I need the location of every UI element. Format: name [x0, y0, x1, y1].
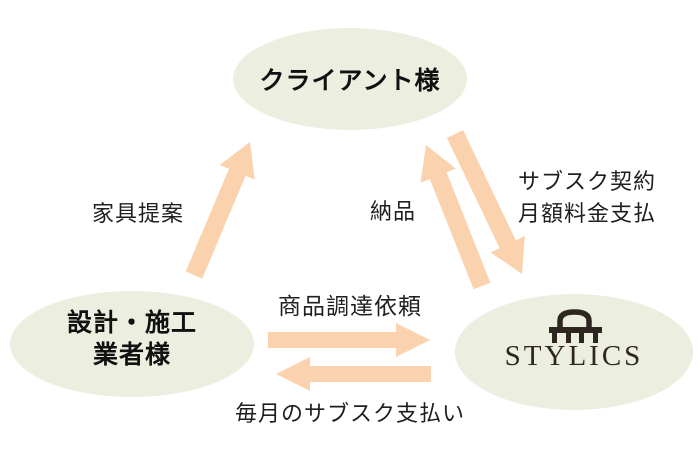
arrow-procurement-request	[268, 323, 430, 357]
chair-icon	[549, 309, 602, 343]
node-stylics-ellipse	[455, 294, 693, 410]
node-client-label: クライアント様	[259, 67, 441, 95]
node-contractor-label: 設計・施工 業者様	[66, 309, 197, 369]
edge-label-delivery: 納品	[370, 199, 417, 224]
node-contractor-ellipse	[10, 291, 254, 397]
edge-label-subscription-contract: サブスク契約 月額料金支払	[518, 169, 657, 226]
edge-label-furniture-proposal: 家具提案	[92, 201, 185, 226]
arrow-subscription-contract	[446, 130, 525, 274]
chair-icon-seat-legs	[549, 327, 602, 343]
arrow-furniture-proposal	[185, 142, 255, 279]
stylics-wordmark: STYLICS	[504, 340, 644, 372]
edge-label-monthly-payment: 毎月のサブスク支払い	[234, 401, 465, 426]
arrow-delivery	[420, 145, 491, 290]
node-client-ellipse	[233, 28, 467, 130]
chair-icon-back	[557, 309, 592, 329]
arrow-monthly-payment	[276, 357, 431, 391]
edge-label-procurement-request: 商品調達依頼	[278, 293, 422, 319]
